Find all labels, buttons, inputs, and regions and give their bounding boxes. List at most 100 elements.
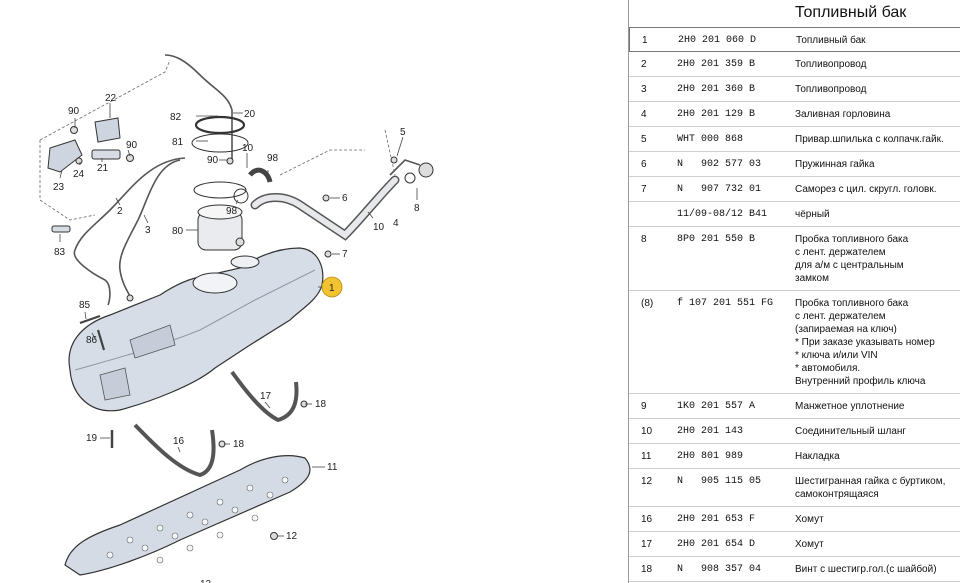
row-part-number: N 908 357 04 bbox=[677, 564, 762, 575]
row-part-number: 8P0 201 550 B bbox=[677, 234, 756, 245]
row-description: Пружинная гайка bbox=[795, 158, 960, 171]
description-line: Винт с шестигр.гол.(с шайбой) bbox=[795, 564, 937, 575]
callout-98: 98 bbox=[267, 153, 279, 164]
row-index: 5 bbox=[641, 134, 647, 145]
table-row[interactable]: 18 N 908 357 04 Винт с шестигр.гол.(с шайб… bbox=[629, 557, 960, 582]
description-line: чёрный bbox=[795, 209, 830, 220]
callout-10: 10 bbox=[242, 143, 254, 154]
row-index: 11 bbox=[641, 451, 652, 462]
callout-24: 24 bbox=[73, 169, 85, 180]
table-row[interactable]: 7 N 907 732 01 Саморез с цил. скругл. голо… bbox=[629, 177, 960, 202]
table-title: Топливный бак bbox=[795, 4, 907, 21]
callout-85: 85 bbox=[79, 300, 91, 311]
description-line: Шестигранная гайка с буртиком, bbox=[795, 476, 946, 487]
description-line: для а/м с центральным bbox=[795, 260, 904, 271]
callout-21: 21 bbox=[97, 163, 109, 174]
callout-90: 90 bbox=[126, 140, 138, 151]
row-index: 16 bbox=[641, 514, 653, 525]
table-row[interactable]: 16 2H0 201 653 F Хомут bbox=[629, 507, 960, 532]
callout-98: 98 bbox=[226, 206, 238, 217]
row-index: 7 bbox=[641, 184, 647, 195]
table-row[interactable]: 12 N 905 115 05 Шестигранная гайка с бурти… bbox=[629, 469, 960, 507]
description-line: Манжетное уплотнение bbox=[795, 401, 905, 412]
callout-86: 86 bbox=[86, 335, 98, 346]
row-index: 3 bbox=[641, 84, 647, 95]
description-line: * ключа и/или VIN bbox=[795, 350, 878, 361]
callout-12: 12 bbox=[286, 531, 298, 542]
description-line: Топливопровод bbox=[795, 59, 867, 70]
row-description: чёрный bbox=[795, 208, 960, 221]
description-line: * При заказе указывать номер bbox=[795, 337, 935, 348]
callout-18: 18 bbox=[233, 439, 245, 450]
callout-82: 82 bbox=[170, 112, 182, 123]
row-part-number: 2H0 201 060 D bbox=[678, 35, 757, 46]
callout-81: 81 bbox=[172, 137, 184, 148]
row-description: Хомут bbox=[795, 513, 960, 526]
row-part-number: WHT 000 868 bbox=[677, 134, 744, 145]
row-part-number: N 907 732 01 bbox=[677, 184, 762, 195]
callout-7: 7 bbox=[342, 249, 348, 260]
callout-10: 10 bbox=[373, 222, 385, 233]
table-row[interactable]: 5 WHT 000 868 Привар.шпилька с колпачк.гай… bbox=[629, 127, 960, 152]
row-index: 12 bbox=[641, 476, 653, 487]
row-part-number: 2H0 201 129 B bbox=[677, 109, 756, 120]
row-index: 18 bbox=[641, 564, 653, 575]
row-part-number: N 905 115 05 bbox=[677, 476, 762, 487]
description-line: Саморез с цил. скругл. головк. bbox=[795, 184, 937, 195]
description-line: Пробка топливного бака bbox=[795, 298, 909, 309]
row-description: Топливопровод bbox=[795, 58, 960, 71]
callout-20: 20 bbox=[244, 109, 256, 120]
callout-11: 11 bbox=[327, 462, 338, 473]
row-description: Хомут bbox=[795, 538, 960, 551]
callout-19: 19 bbox=[86, 433, 98, 444]
row-index: 10 bbox=[641, 426, 653, 437]
row-part-number: 2H0 201 143 bbox=[677, 426, 744, 437]
row-description: Привар.шпилька с колпачк.гайк. bbox=[795, 133, 960, 146]
callout-5: 5 bbox=[400, 127, 406, 138]
row-description: Накладка bbox=[795, 450, 960, 463]
row-index: 9 bbox=[641, 401, 647, 412]
callout-13: 13 bbox=[200, 579, 212, 583]
row-index: 4 bbox=[641, 109, 647, 120]
table-row[interactable]: 11/09-08/12 B41 чёрный bbox=[629, 202, 960, 227]
callout-17: 17 bbox=[260, 391, 272, 402]
description-line: Хомут bbox=[795, 514, 824, 525]
description-line: Пробка топливного бака bbox=[795, 234, 909, 245]
description-line: Пружинная гайка bbox=[795, 159, 875, 170]
callout-6: 6 bbox=[342, 193, 348, 204]
highlight-marker[interactable] bbox=[321, 276, 343, 298]
row-index: 17 bbox=[641, 539, 653, 550]
table-header: Топливный бак bbox=[629, 0, 960, 27]
callout-80: 80 bbox=[172, 226, 184, 237]
description-line: самоконтрящаяся bbox=[795, 489, 879, 500]
row-part-number: 11/09-08/12 B41 bbox=[677, 209, 768, 220]
description-line: (запираемая на ключ) bbox=[795, 324, 897, 335]
callout-22: 22 bbox=[105, 93, 117, 104]
row-part-number: 2H0 201 653 F bbox=[677, 514, 756, 525]
callout-8: 8 bbox=[414, 203, 420, 214]
row-description: Шестигранная гайка с буртиком, самоконтря… bbox=[795, 475, 960, 501]
callout-4: 4 bbox=[393, 218, 399, 229]
row-part-number: N 902 577 03 bbox=[677, 159, 762, 170]
callout-16: 16 bbox=[173, 436, 185, 447]
callout-90: 90 bbox=[68, 106, 80, 117]
callout-1: 1 bbox=[329, 283, 335, 294]
callout-3: 3 bbox=[145, 225, 151, 236]
row-description: Топливный бак bbox=[796, 34, 960, 47]
description-line: Топливный бак bbox=[796, 35, 866, 46]
row-index: 8 bbox=[641, 234, 647, 245]
parts-diagram: 90 22 82 20 81 10 98 90 5 90 21 23 24 2 … bbox=[39, 54, 434, 583]
